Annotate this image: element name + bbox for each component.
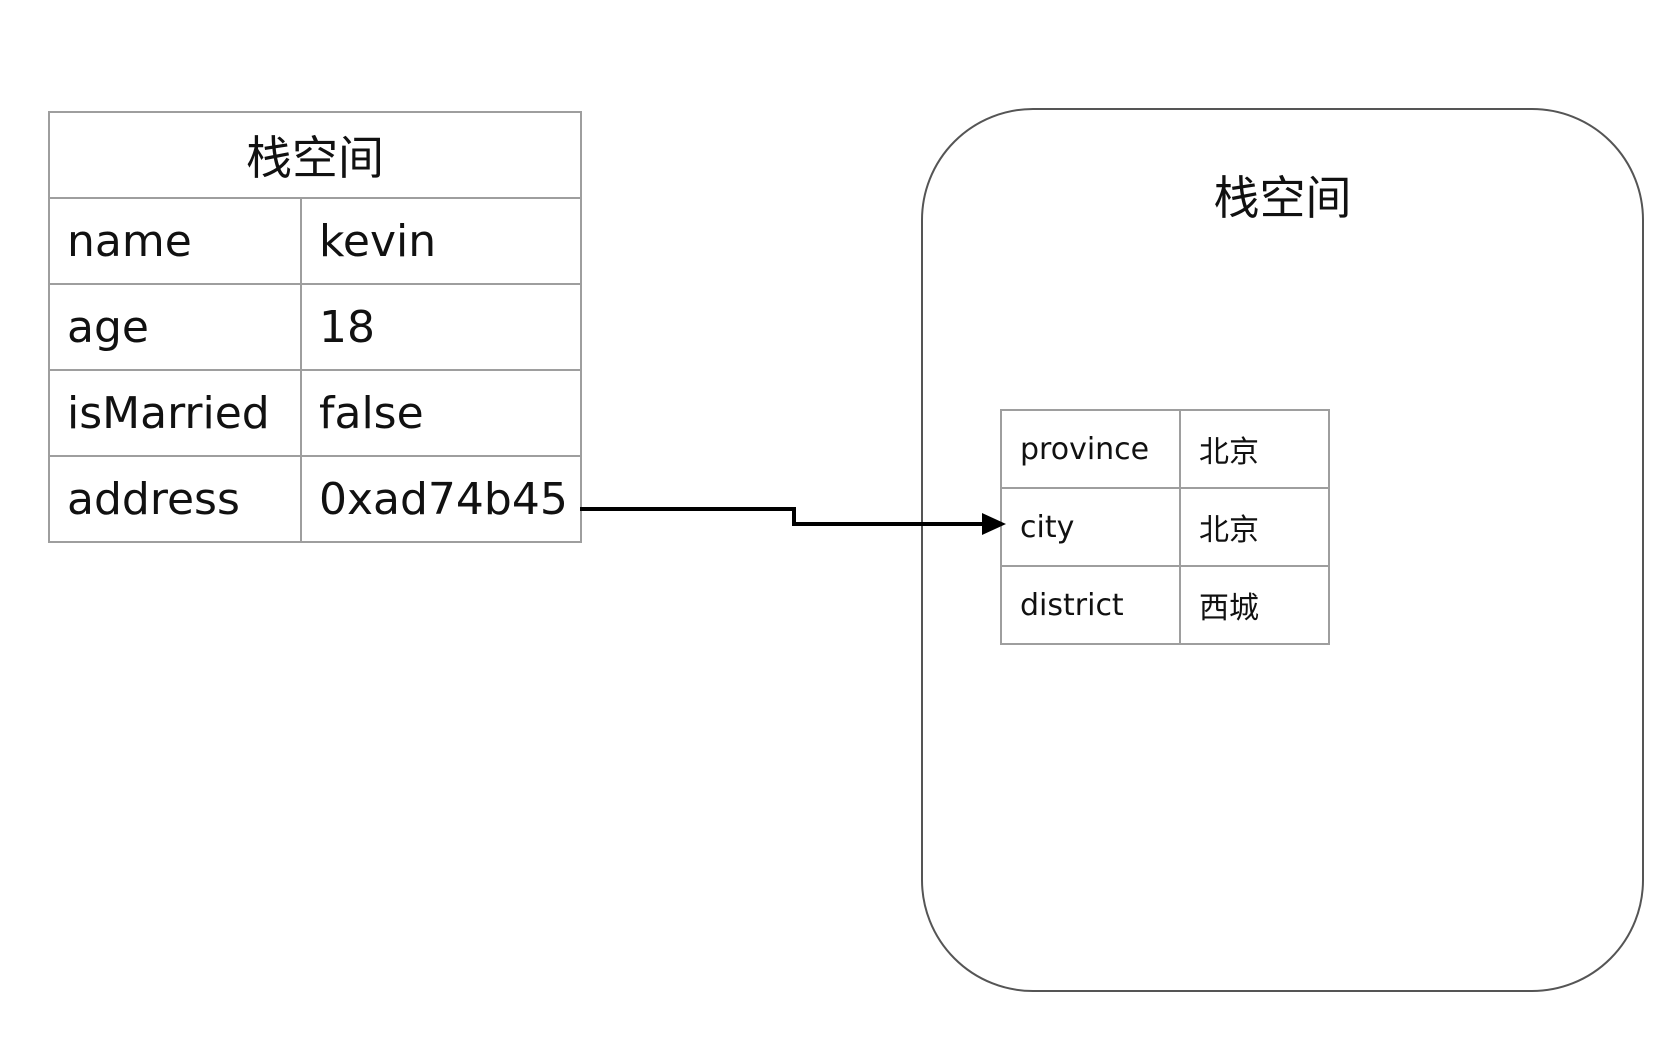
stack-value-age: 18 bbox=[300, 283, 582, 371]
stack-title: 栈空间 bbox=[48, 111, 582, 199]
heap-key-district: district bbox=[1000, 565, 1181, 645]
stack-row-name: name kevin bbox=[48, 197, 582, 285]
heap-row-city: city 北京 bbox=[1000, 487, 1330, 567]
heap-value-city: 北京 bbox=[1179, 487, 1330, 567]
stack-key-age: age bbox=[48, 283, 302, 371]
heap-key-city: city bbox=[1000, 487, 1181, 567]
stack-row-address: address 0xad74b45 bbox=[48, 455, 582, 543]
heap-value-district: 西城 bbox=[1179, 565, 1330, 645]
heap-object-table: province 北京 city 北京 district 西城 bbox=[1000, 409, 1330, 645]
stack-key-address: address bbox=[48, 455, 302, 543]
stack-key-name: name bbox=[48, 197, 302, 285]
heap-value-province: 北京 bbox=[1179, 409, 1330, 489]
stack-table: 栈空间 name kevin age 18 isMarried false ad… bbox=[48, 111, 582, 543]
heap-title: 栈空间 bbox=[1213, 171, 1352, 225]
stack-value-address: 0xad74b45 bbox=[300, 455, 582, 543]
stack-value-name: kevin bbox=[300, 197, 582, 285]
stack-title-row: 栈空间 bbox=[48, 111, 582, 199]
heap-box bbox=[921, 108, 1644, 992]
stack-key-ismarried: isMarried bbox=[48, 369, 302, 457]
stack-row-age: age 18 bbox=[48, 283, 582, 371]
stack-row-ismarried: isMarried false bbox=[48, 369, 582, 457]
heap-row-province: province 北京 bbox=[1000, 409, 1330, 489]
heap-key-province: province bbox=[1000, 409, 1181, 489]
stack-value-ismarried: false bbox=[300, 369, 582, 457]
heap-row-district: district 西城 bbox=[1000, 565, 1330, 645]
